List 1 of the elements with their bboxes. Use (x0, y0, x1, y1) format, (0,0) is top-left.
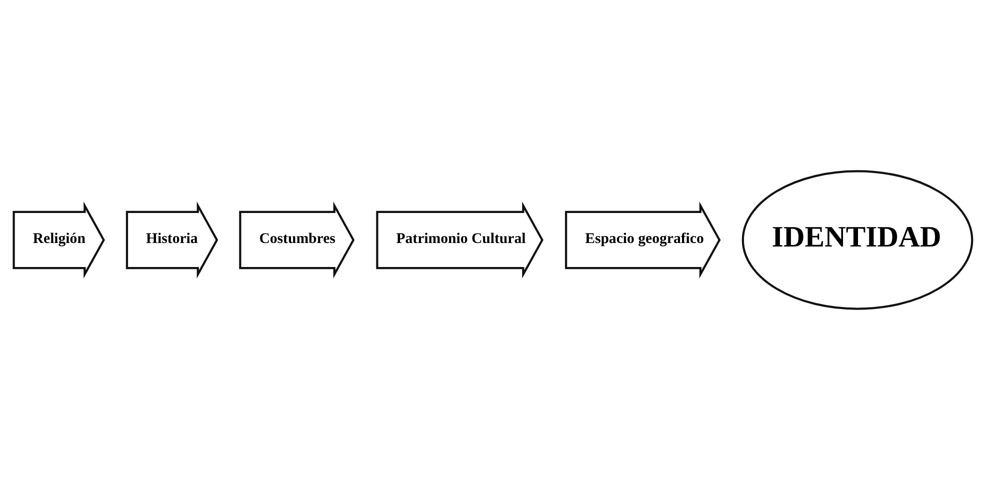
node-ellipse: IDENTIDAD (742, 170, 974, 310)
